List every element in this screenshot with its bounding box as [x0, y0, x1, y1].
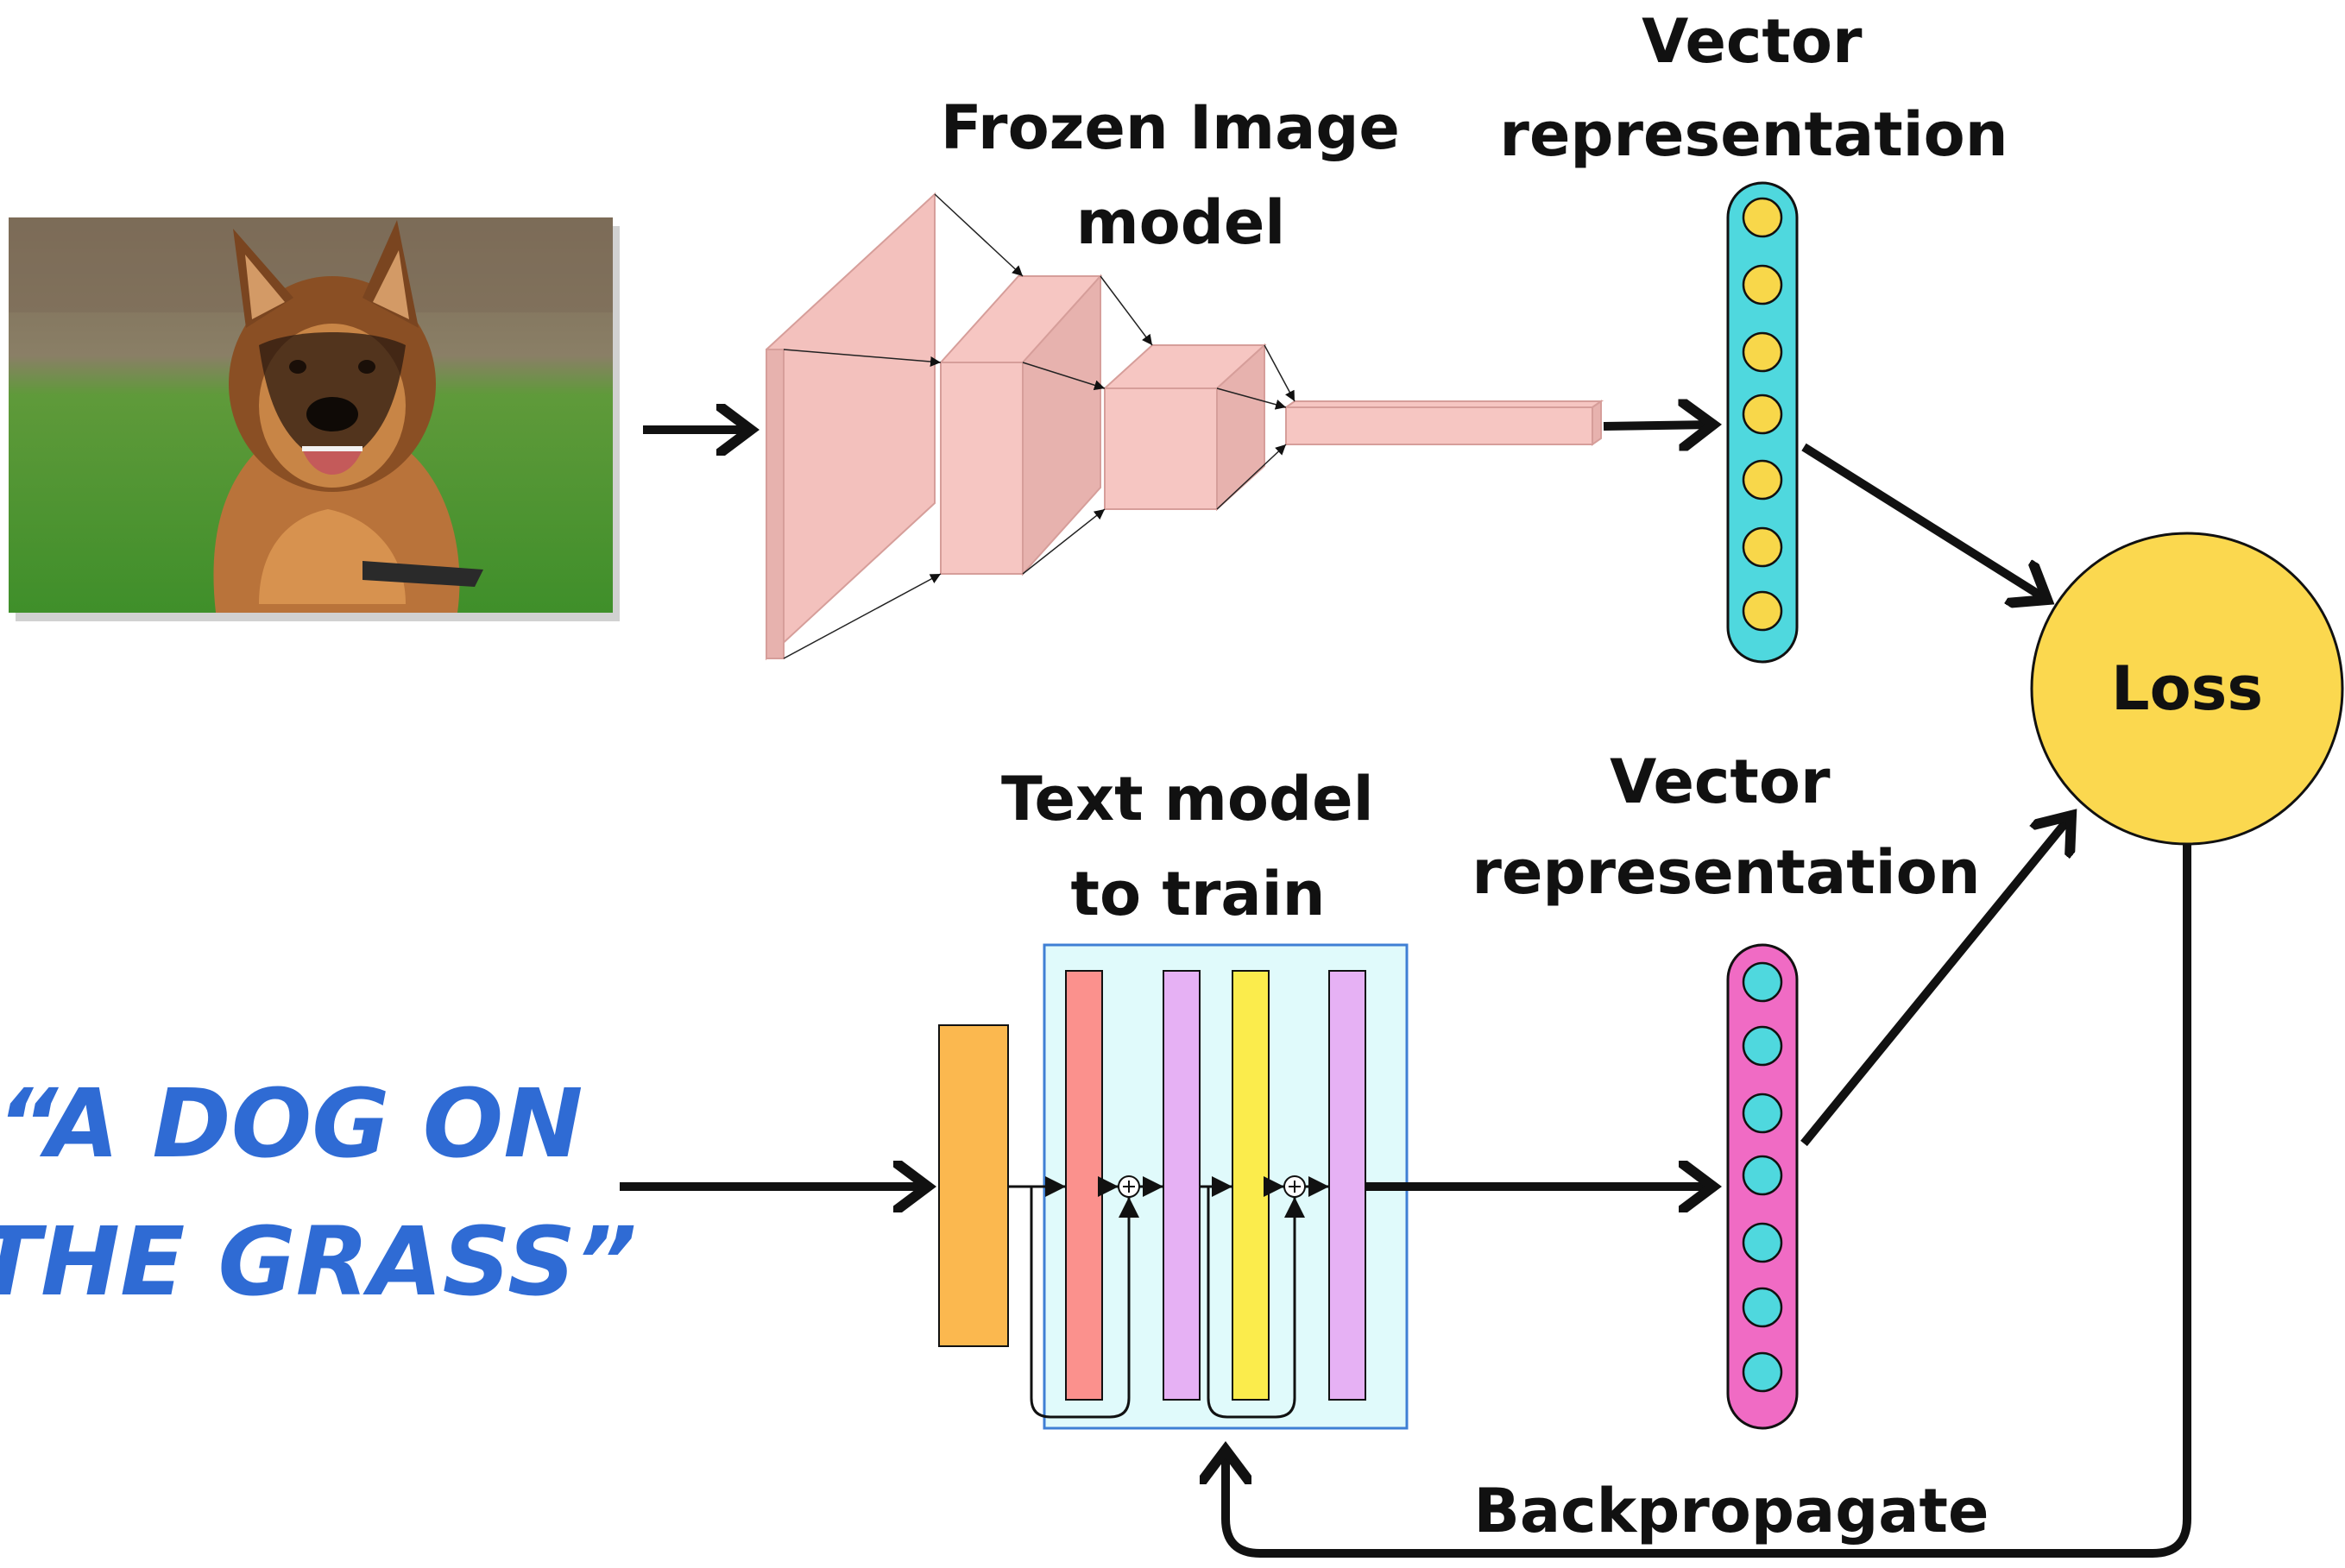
vector-node [1742, 197, 1783, 238]
arrow-text-vector-to-loss [1800, 815, 2071, 1147]
vector-node [1742, 264, 1783, 305]
image-vector [1726, 181, 1799, 664]
vector-top-label: Vector representation [1499, 6, 2008, 170]
layer-violet [1163, 970, 1201, 1401]
caption-text: “A DOG ON THE GRASS” [0, 1068, 637, 1317]
vector-node [1742, 1222, 1783, 1263]
vector-node [1742, 526, 1783, 568]
vector-node [1742, 1287, 1783, 1328]
text-model [938, 943, 1409, 1430]
vector-node [1742, 1155, 1783, 1196]
vector-bottom-label: Vector representation [1472, 746, 1980, 908]
embedding-block [938, 1024, 1009, 1347]
layer-violet-2 [1328, 970, 1366, 1401]
vector-node [1742, 1093, 1783, 1134]
loss-node: Loss [2030, 532, 2344, 846]
vector-node [1742, 1351, 1783, 1393]
layer-red [1065, 970, 1103, 1401]
dog-photo [9, 217, 620, 621]
loss-label: Loss [2111, 653, 2263, 724]
vector-node [1742, 1025, 1783, 1067]
backprop-arrow [1226, 844, 2191, 1558]
layer-yellow [1232, 970, 1270, 1401]
vector-node [1742, 394, 1783, 435]
frozen-image-model [766, 192, 1604, 661]
arrow-image-vector-to-loss [1801, 443, 2047, 600]
vector-node [1742, 459, 1783, 501]
text-vector [1726, 943, 1799, 1430]
vector-node [1742, 331, 1783, 373]
frozen-model-label: Frozen Image model [941, 92, 1421, 258]
vector-node [1742, 590, 1783, 632]
vector-node [1742, 961, 1783, 1003]
arrow-model-to-vector [1603, 425, 1713, 426]
backprop-label: Backpropagate [1474, 1476, 1989, 1546]
text-model-label: Text model to train [1001, 764, 1395, 929]
